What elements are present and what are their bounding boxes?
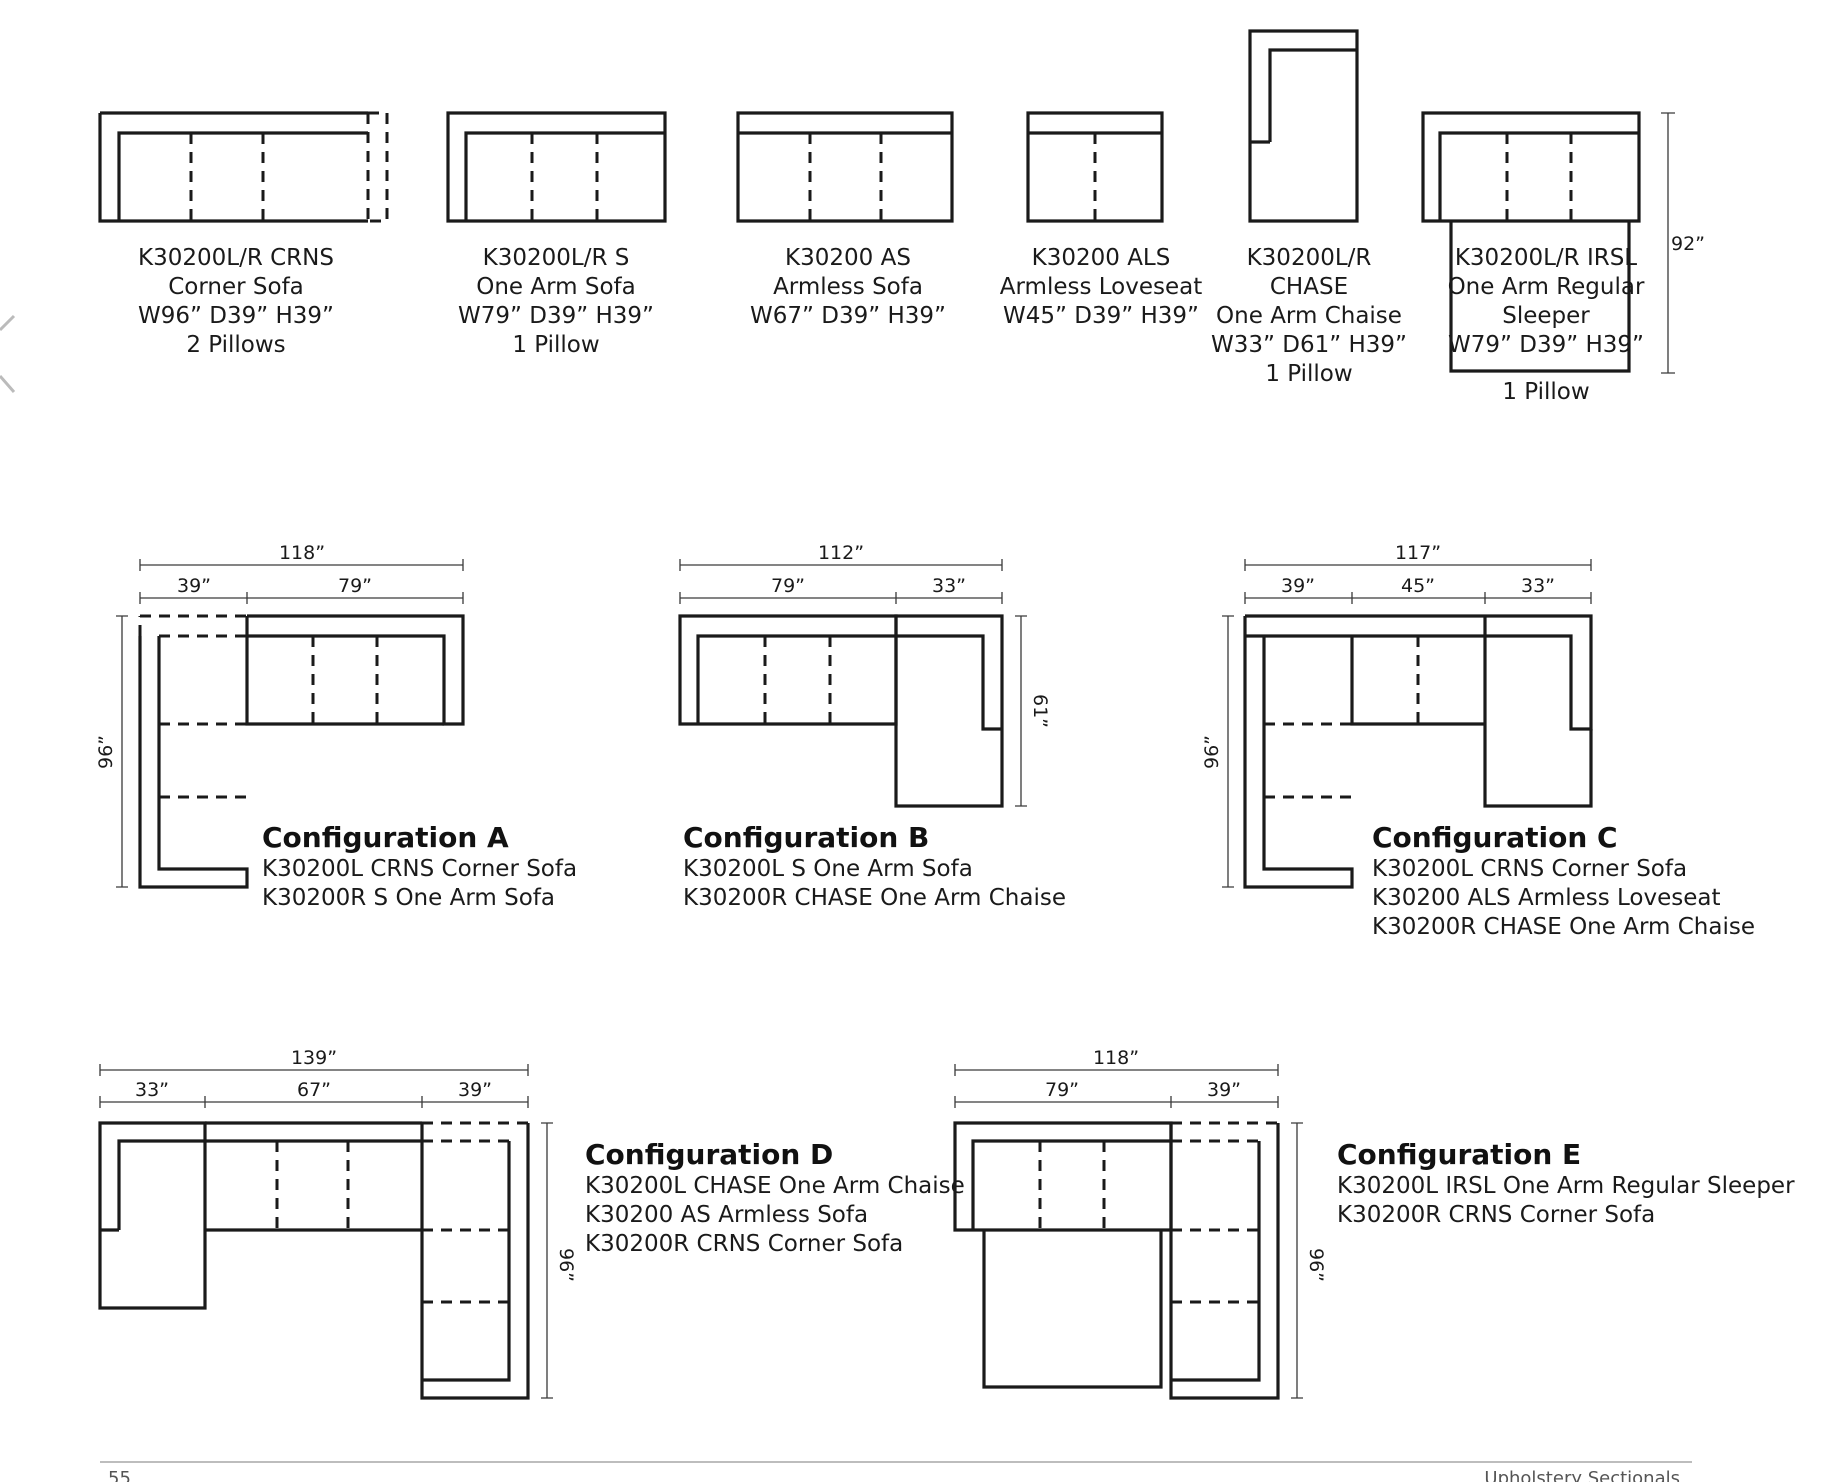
config-component-line: K30200R CRNS Corner Sofa bbox=[585, 1231, 903, 1257]
piece-caption-line: W45” D39” H39” bbox=[1003, 303, 1199, 329]
config-component-line: K30200R S One Arm Sofa bbox=[262, 885, 555, 911]
config-c-part-dim: 33” bbox=[1521, 575, 1555, 597]
piece-corner-sofa-drawing bbox=[98, 111, 389, 223]
piece-caption-line: 1 Pillow bbox=[512, 332, 599, 358]
piece-caption-line: CHASE bbox=[1270, 274, 1348, 300]
piece-caption-line: One Arm Regular bbox=[1448, 274, 1645, 300]
piece-caption-line: W79” D39” H39” bbox=[1448, 332, 1644, 358]
config-a-drawing bbox=[138, 614, 465, 889]
dimension-labels: 118” 39” 79” 96” 112” 79” 33” 61” 117” 3… bbox=[95, 233, 1705, 1282]
piece-caption-line: K30200L/R S bbox=[483, 245, 630, 271]
config-component-line: K30200R CHASE One Arm Chaise bbox=[683, 885, 1066, 911]
config-b-height-dim: 61” bbox=[1029, 694, 1051, 728]
config-c-height-dim: 96” bbox=[1201, 735, 1223, 769]
config-component-line: K30200L CRNS Corner Sofa bbox=[1372, 856, 1687, 882]
config-title: Configuration C bbox=[1372, 821, 1618, 854]
config-d-height-dim: 96” bbox=[555, 1248, 577, 1282]
piece-caption-line: K30200L/R CRNS bbox=[138, 245, 334, 271]
piece-caption-line: K30200 ALS bbox=[1032, 245, 1171, 271]
config-b-dimensions bbox=[679, 559, 1027, 807]
config-a-part-dim: 39” bbox=[177, 575, 211, 597]
piece-chaise-drawing bbox=[1248, 29, 1359, 223]
config-title: Configuration E bbox=[1337, 1138, 1581, 1171]
piece-caption-line: W33” D61” H39” bbox=[1211, 332, 1407, 358]
piece-caption-line: K30200L/R bbox=[1247, 245, 1372, 271]
config-d-part-dim: 33” bbox=[135, 1079, 169, 1101]
config-title: Configuration B bbox=[683, 821, 929, 854]
config-component-line: K30200L S One Arm Sofa bbox=[683, 856, 973, 882]
config-e-total-dim: 118” bbox=[1093, 1047, 1139, 1069]
config-title: Configuration D bbox=[585, 1138, 833, 1171]
sleeper-depth-dim: 92” bbox=[1671, 233, 1705, 255]
piece-caption-line: W67” D39” H39” bbox=[750, 303, 946, 329]
piece-caption-line: Sleeper bbox=[1502, 303, 1590, 329]
config-component-line: K30200R CRNS Corner Sofa bbox=[1337, 1202, 1655, 1228]
config-a-part-dim: 79” bbox=[338, 575, 372, 597]
config-component-line: K30200L CRNS Corner Sofa bbox=[262, 856, 577, 882]
config-c-drawing bbox=[1243, 614, 1593, 889]
piece-caption-line: One Arm Sofa bbox=[476, 274, 636, 300]
config-component-line: K30200 ALS Armless Loveseat bbox=[1372, 885, 1721, 911]
config-a-dimensions bbox=[116, 559, 464, 888]
piece-one-arm-sofa-drawing bbox=[446, 111, 667, 223]
config-b-part-dim: 33” bbox=[932, 575, 966, 597]
config-title: Configuration A bbox=[262, 821, 509, 854]
config-component-line: K30200L CHASE One Arm Chaise bbox=[585, 1173, 965, 1199]
piece-armless-loveseat-drawing bbox=[1026, 111, 1164, 223]
config-a-height-dim: 96” bbox=[95, 735, 117, 769]
piece-caption-line: W96” D39” H39” bbox=[138, 303, 334, 329]
piece-caption-line: Armless Loveseat bbox=[1000, 274, 1203, 300]
config-component-line: K30200R CHASE One Arm Chaise bbox=[1372, 914, 1755, 940]
config-c-part-dim: 39” bbox=[1281, 575, 1315, 597]
config-e-dimensions bbox=[954, 1064, 1303, 1399]
config-b-part-dim: 79” bbox=[771, 575, 805, 597]
piece-caption-line: K30200 AS bbox=[785, 245, 911, 271]
footer-section-title: Upholstery Sectionals bbox=[1484, 1468, 1680, 1482]
config-d-drawing bbox=[98, 1121, 530, 1400]
config-e-part-dim: 39” bbox=[1207, 1079, 1241, 1101]
piece-pillow-count: 1 Pillow bbox=[1502, 379, 1589, 405]
config-component-line: K30200 AS Armless Sofa bbox=[585, 1202, 868, 1228]
config-d-dimensions bbox=[99, 1064, 553, 1399]
config-b-total-dim: 112” bbox=[818, 542, 864, 564]
piece-caption-line: W79” D39” H39” bbox=[458, 303, 654, 329]
config-a-total-dim: 118” bbox=[279, 542, 325, 564]
config-c-total-dim: 117” bbox=[1395, 542, 1441, 564]
piece-caption-line: 1 Pillow bbox=[1265, 361, 1352, 387]
config-c-part-dim: 45” bbox=[1401, 575, 1435, 597]
config-d-total-dim: 139” bbox=[291, 1047, 337, 1069]
config-e-drawing bbox=[953, 1121, 1280, 1400]
piece-caption-line: Armless Sofa bbox=[773, 274, 923, 300]
piece-caption-line: One Arm Chaise bbox=[1216, 303, 1402, 329]
config-c-dimensions bbox=[1222, 559, 1592, 888]
config-d-part-dim: 67” bbox=[297, 1079, 331, 1101]
config-d-part-dim: 39” bbox=[458, 1079, 492, 1101]
config-component-line: K30200L IRSL One Arm Regular Sleeper bbox=[1337, 1173, 1795, 1199]
edge-clip-mark bbox=[0, 314, 16, 393]
page-number: 55 bbox=[108, 1468, 131, 1482]
piece-caption-line: 2 Pillows bbox=[186, 332, 285, 358]
piece-caption-line: Corner Sofa bbox=[168, 274, 304, 300]
config-e-part-dim: 79” bbox=[1045, 1079, 1079, 1101]
config-b-drawing bbox=[678, 614, 1004, 808]
piece-armless-sofa-drawing bbox=[736, 111, 954, 223]
config-e-height-dim: 96” bbox=[1305, 1248, 1327, 1282]
piece-sleeper-drawing bbox=[1421, 111, 1675, 374]
piece-caption-line: K30200L/R IRSL bbox=[1455, 245, 1637, 271]
